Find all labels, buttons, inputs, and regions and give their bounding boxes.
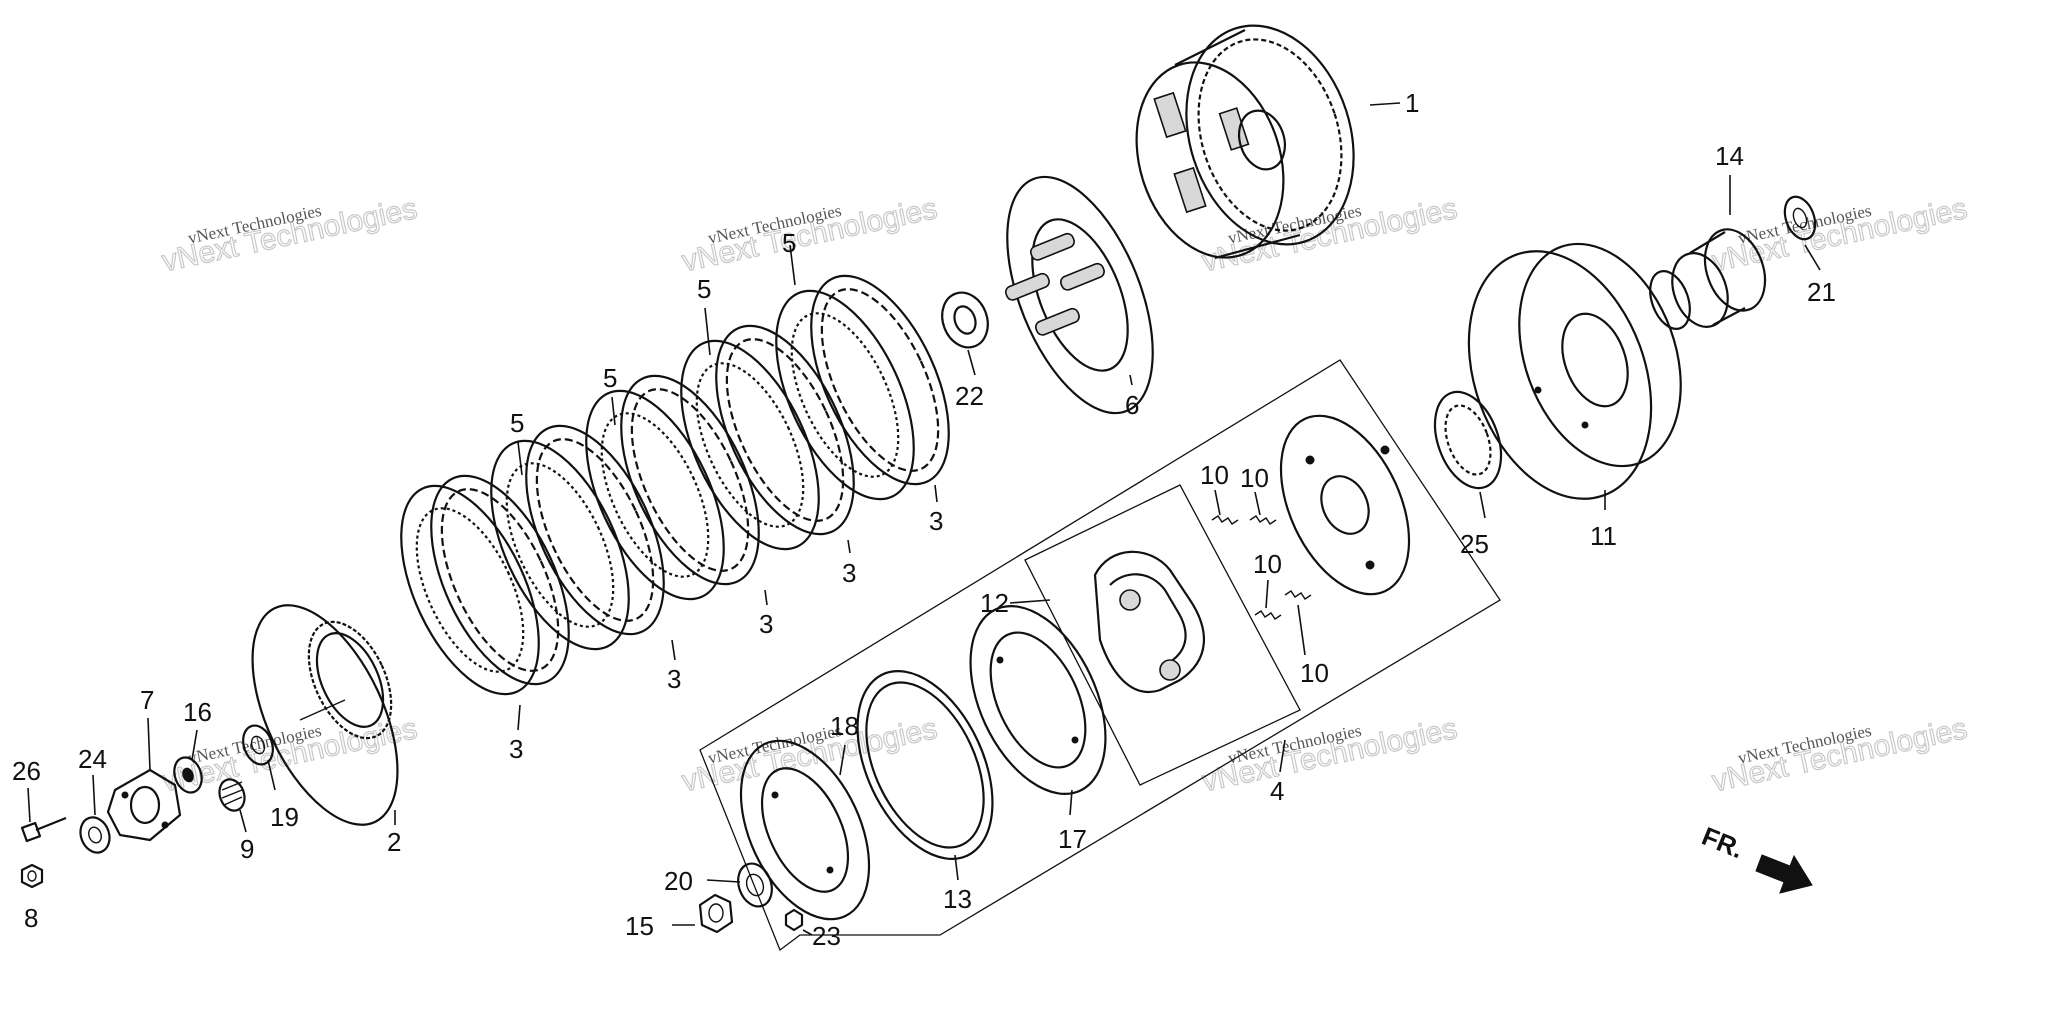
callout-7: 7 [140, 685, 154, 715]
clutch-plate [400, 484, 540, 696]
clutch-plate [585, 389, 725, 601]
callout-20: 20 [664, 866, 693, 896]
callout-19: 19 [270, 802, 299, 832]
callout-4: 4 [1270, 776, 1284, 806]
callout-11: 11 [1590, 521, 1617, 551]
callout-21: 21 [1807, 277, 1836, 307]
front-arrow-icon [1755, 854, 1813, 894]
part-24-bearing [79, 816, 111, 854]
callout-5: 5 [782, 228, 796, 258]
callout-3: 3 [667, 664, 681, 694]
callout-5: 5 [510, 408, 524, 438]
part-12-clutch-weights [1093, 550, 1206, 693]
callout-25: 25 [1460, 529, 1489, 559]
callout-5: 5 [697, 274, 711, 304]
assembly-box-12 [1024, 484, 1301, 786]
front-direction-indicator: FR. [1698, 821, 1813, 894]
part-14-gear [1649, 228, 1767, 330]
part-2-driven-gear [251, 604, 399, 826]
part-9-spring [218, 778, 246, 812]
callout-12: 12 [980, 588, 1009, 618]
callout-15: 15 [625, 911, 654, 941]
clutch-plate [490, 439, 630, 651]
callout-24: 24 [78, 744, 107, 774]
part-13-disc [856, 670, 994, 860]
friction-disc [715, 324, 855, 536]
callout-6: 6 [1125, 390, 1139, 420]
callout-3: 3 [842, 558, 856, 588]
friction-disc [810, 274, 950, 486]
clutch-plate [680, 339, 820, 551]
friction-disc-stack [400, 274, 950, 696]
part-21-washer [1783, 195, 1817, 241]
part-19-washer [242, 724, 274, 766]
watermark: vNext Technologies vNext Technologies [159, 192, 421, 279]
part-15-nut [698, 893, 734, 934]
callout-26: 26 [12, 756, 41, 786]
watermark-group: vNext Technologies vNext Technologies vN… [159, 192, 1971, 799]
callout-18: 18 [830, 711, 859, 741]
part-6-clutch-center [1004, 175, 1154, 415]
front-direction-label: FR. [1698, 821, 1748, 865]
part-25-one-way-clutch [1433, 390, 1503, 490]
watermark: vNext Technologies vNext Technologies [1199, 192, 1461, 279]
part-1-clutch-outer [1135, 24, 1355, 260]
assembly-box-4 [699, 359, 1501, 952]
watermark: vNext Technologies vNext Technologies [1709, 712, 1971, 799]
part-4-drive-plate [1279, 414, 1411, 596]
callout-10: 10 [1300, 658, 1329, 688]
friction-disc [525, 424, 665, 636]
friction-disc [430, 474, 570, 686]
part-10-springs [1211, 515, 1312, 620]
callout-2: 2 [387, 827, 401, 857]
callout-13: 13 [943, 884, 972, 914]
callout-14: 14 [1715, 141, 1744, 171]
part-20-washer [737, 862, 773, 908]
watermark: vNext Technologies vNext Technologies [679, 192, 941, 279]
callout-1: 1 [1405, 88, 1419, 118]
callout-9: 9 [240, 834, 254, 864]
callout-22: 22 [955, 381, 984, 411]
part-11-clutch-drum [1467, 242, 1682, 500]
part-22-washer [941, 291, 989, 349]
part-17-plate [969, 605, 1107, 795]
callout-10: 10 [1240, 463, 1269, 493]
part-18-plate [739, 739, 871, 921]
callout-3: 3 [759, 609, 773, 639]
part-26-bolt [20, 816, 67, 843]
watermark: vNext Technologies vNext Technologies [1709, 192, 1971, 279]
part-8-nut [20, 863, 44, 889]
callout-16: 16 [183, 697, 212, 727]
friction-disc [620, 374, 760, 586]
callout-group: 1 2 3 3 3 3 3 4 5 5 5 5 6 7 8 9 10 10 1 [12, 88, 1836, 951]
callout-10: 10 [1253, 549, 1282, 579]
clutch-plate [775, 289, 915, 501]
callout-5: 5 [603, 363, 617, 393]
callout-17: 17 [1058, 824, 1087, 854]
callout-3: 3 [929, 506, 943, 536]
part-23-nut [784, 908, 804, 932]
callout-8: 8 [24, 903, 38, 933]
part-7-lifter-plate [106, 768, 182, 842]
watermark: vNext Technologies vNext Technologies [1199, 712, 1461, 799]
callout-10: 10 [1200, 460, 1229, 490]
callout-23: 23 [812, 921, 841, 951]
callout-3: 3 [509, 734, 523, 764]
part-16-bearing [173, 756, 203, 794]
